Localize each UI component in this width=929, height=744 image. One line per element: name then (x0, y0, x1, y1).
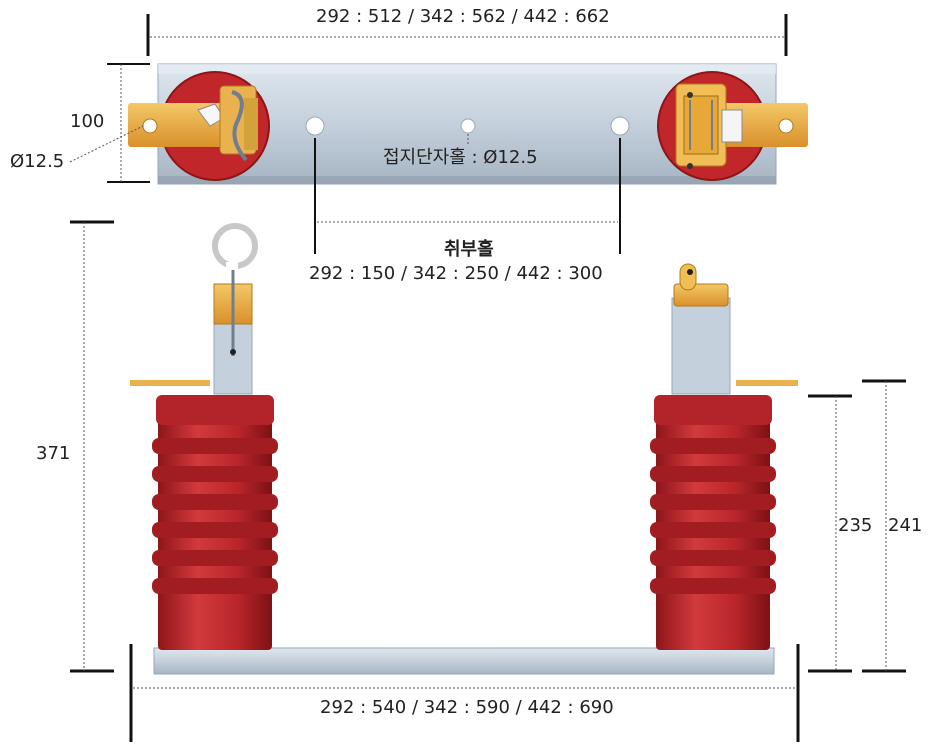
right-switch-head (671, 263, 798, 395)
front-base-plate (153, 647, 775, 675)
left-insulator (152, 395, 278, 650)
top-view-height-label: 100 (70, 111, 105, 132)
top-width-label: 292 : 512 / 342 : 562 / 442 : 662 (316, 6, 610, 27)
mounting-hole-values: 292 : 150 / 342 : 250 / 442 : 300 (309, 263, 603, 284)
insulator-height-inner-label: 235 (838, 515, 873, 536)
mount-hole-left (305, 116, 325, 136)
left-switch-head (130, 223, 258, 395)
right-insulator (650, 395, 776, 650)
mount-hole-right (610, 116, 630, 136)
terminal-hole-diameter-label: Ø12.5 (10, 151, 65, 172)
front-view (70, 220, 906, 742)
base-width-label: 292 : 540 / 342 : 590 / 442 : 690 (320, 697, 614, 718)
ground-hole (460, 118, 476, 134)
insulator-height-outer-label: 241 (888, 515, 923, 536)
top-view (69, 14, 808, 254)
ground-hole-label: 접지단자홀 : Ø12.5 (383, 147, 538, 168)
mounting-hole-title: 취부홀 (444, 239, 494, 260)
overall-height-label: 371 (36, 443, 71, 464)
